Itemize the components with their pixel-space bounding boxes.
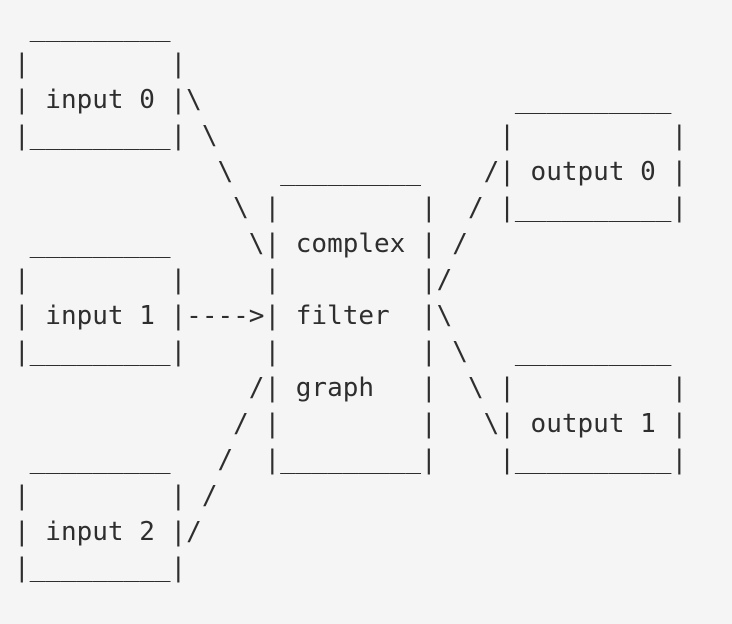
complex-filtergraph-ascii-diagram: _________ | | | input 0 |\ __________ |_…: [14, 13, 688, 583]
